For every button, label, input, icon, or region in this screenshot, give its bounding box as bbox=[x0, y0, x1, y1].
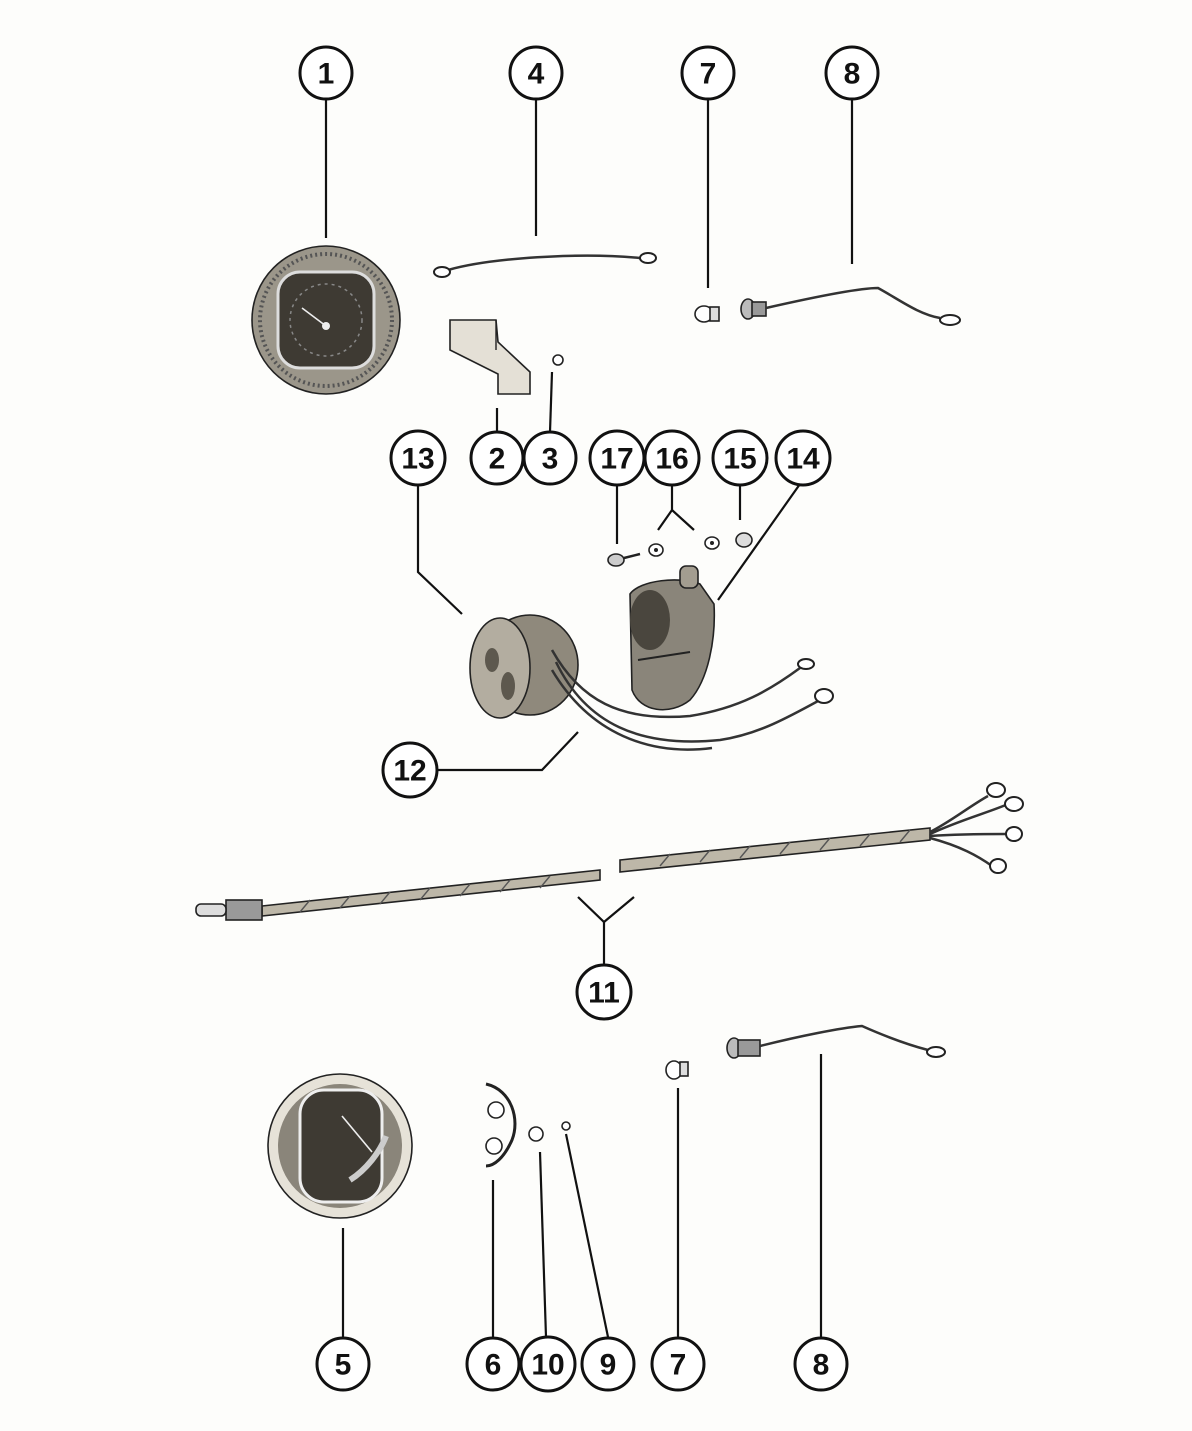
svg-text:2: 2 bbox=[489, 443, 506, 476]
svg-text:9: 9 bbox=[600, 1349, 617, 1382]
bulb-socket-icon bbox=[740, 286, 961, 326]
callout-15: 15 bbox=[711, 429, 769, 487]
callout-13: 13 bbox=[389, 429, 447, 487]
hourmeter-gauge-icon bbox=[267, 1073, 413, 1219]
retaining-clip-icon bbox=[485, 1082, 517, 1168]
callout-12: 12 bbox=[381, 741, 439, 799]
wire-harness-icon bbox=[195, 782, 1024, 921]
svg-text:6: 6 bbox=[485, 1349, 502, 1382]
svg-text:13: 13 bbox=[401, 443, 434, 476]
svg-text:7: 7 bbox=[670, 1349, 687, 1382]
nut-icon bbox=[552, 354, 564, 366]
svg-text:1: 1 bbox=[318, 58, 335, 91]
svg-text:14: 14 bbox=[786, 443, 820, 476]
lock-nut-icon bbox=[735, 532, 753, 548]
callout-2: 2 bbox=[469, 430, 525, 486]
bracket-icon bbox=[449, 319, 531, 395]
svg-text:16: 16 bbox=[655, 443, 688, 476]
svg-text:17: 17 bbox=[600, 443, 633, 476]
svg-text:11: 11 bbox=[588, 977, 620, 1010]
callout-17: 17 bbox=[588, 429, 646, 487]
nut-icon-lower bbox=[561, 1121, 571, 1131]
callout-8-top: 8 bbox=[824, 45, 880, 101]
washer-icon-lower bbox=[528, 1126, 544, 1142]
svg-text:4: 4 bbox=[528, 58, 545, 91]
svg-text:7: 7 bbox=[700, 58, 717, 91]
callout-7-bottom: 7 bbox=[650, 1336, 706, 1392]
callout-8-bottom: 8 bbox=[793, 1336, 849, 1392]
svg-text:8: 8 bbox=[844, 58, 861, 91]
svg-text:8: 8 bbox=[813, 1349, 830, 1382]
ground-wire-icon bbox=[433, 252, 657, 278]
callout-6: 6 bbox=[465, 1336, 521, 1392]
coil-leads-icon bbox=[550, 649, 834, 751]
bulb-icon bbox=[694, 305, 720, 323]
callout-11: 11 bbox=[575, 963, 633, 1021]
callout-3: 3 bbox=[522, 430, 578, 486]
svg-text:15: 15 bbox=[723, 443, 756, 476]
screw-icon bbox=[607, 552, 641, 567]
callout-1: 1 bbox=[298, 45, 354, 101]
leader-lines bbox=[324, 100, 854, 1338]
washer-icon bbox=[648, 536, 720, 557]
svg-text:3: 3 bbox=[542, 443, 559, 476]
stator-coil-icon bbox=[469, 614, 579, 719]
callout-5: 5 bbox=[315, 1336, 371, 1392]
callout-14: 14 bbox=[774, 429, 832, 487]
callout-4: 4 bbox=[508, 45, 564, 101]
bulb-socket-icon-lower bbox=[726, 1024, 946, 1059]
bulb-icon-lower bbox=[665, 1060, 689, 1080]
callout-7-top: 7 bbox=[680, 45, 736, 101]
sender-housing-icon bbox=[629, 565, 716, 711]
svg-text:5: 5 bbox=[335, 1349, 352, 1382]
callout-9: 9 bbox=[580, 1336, 636, 1392]
tachometer-gauge-icon bbox=[251, 245, 401, 395]
svg-text:10: 10 bbox=[531, 1349, 564, 1382]
callout-10: 10 bbox=[519, 1335, 577, 1393]
callout-16: 16 bbox=[643, 429, 701, 487]
svg-text:12: 12 bbox=[393, 755, 426, 788]
